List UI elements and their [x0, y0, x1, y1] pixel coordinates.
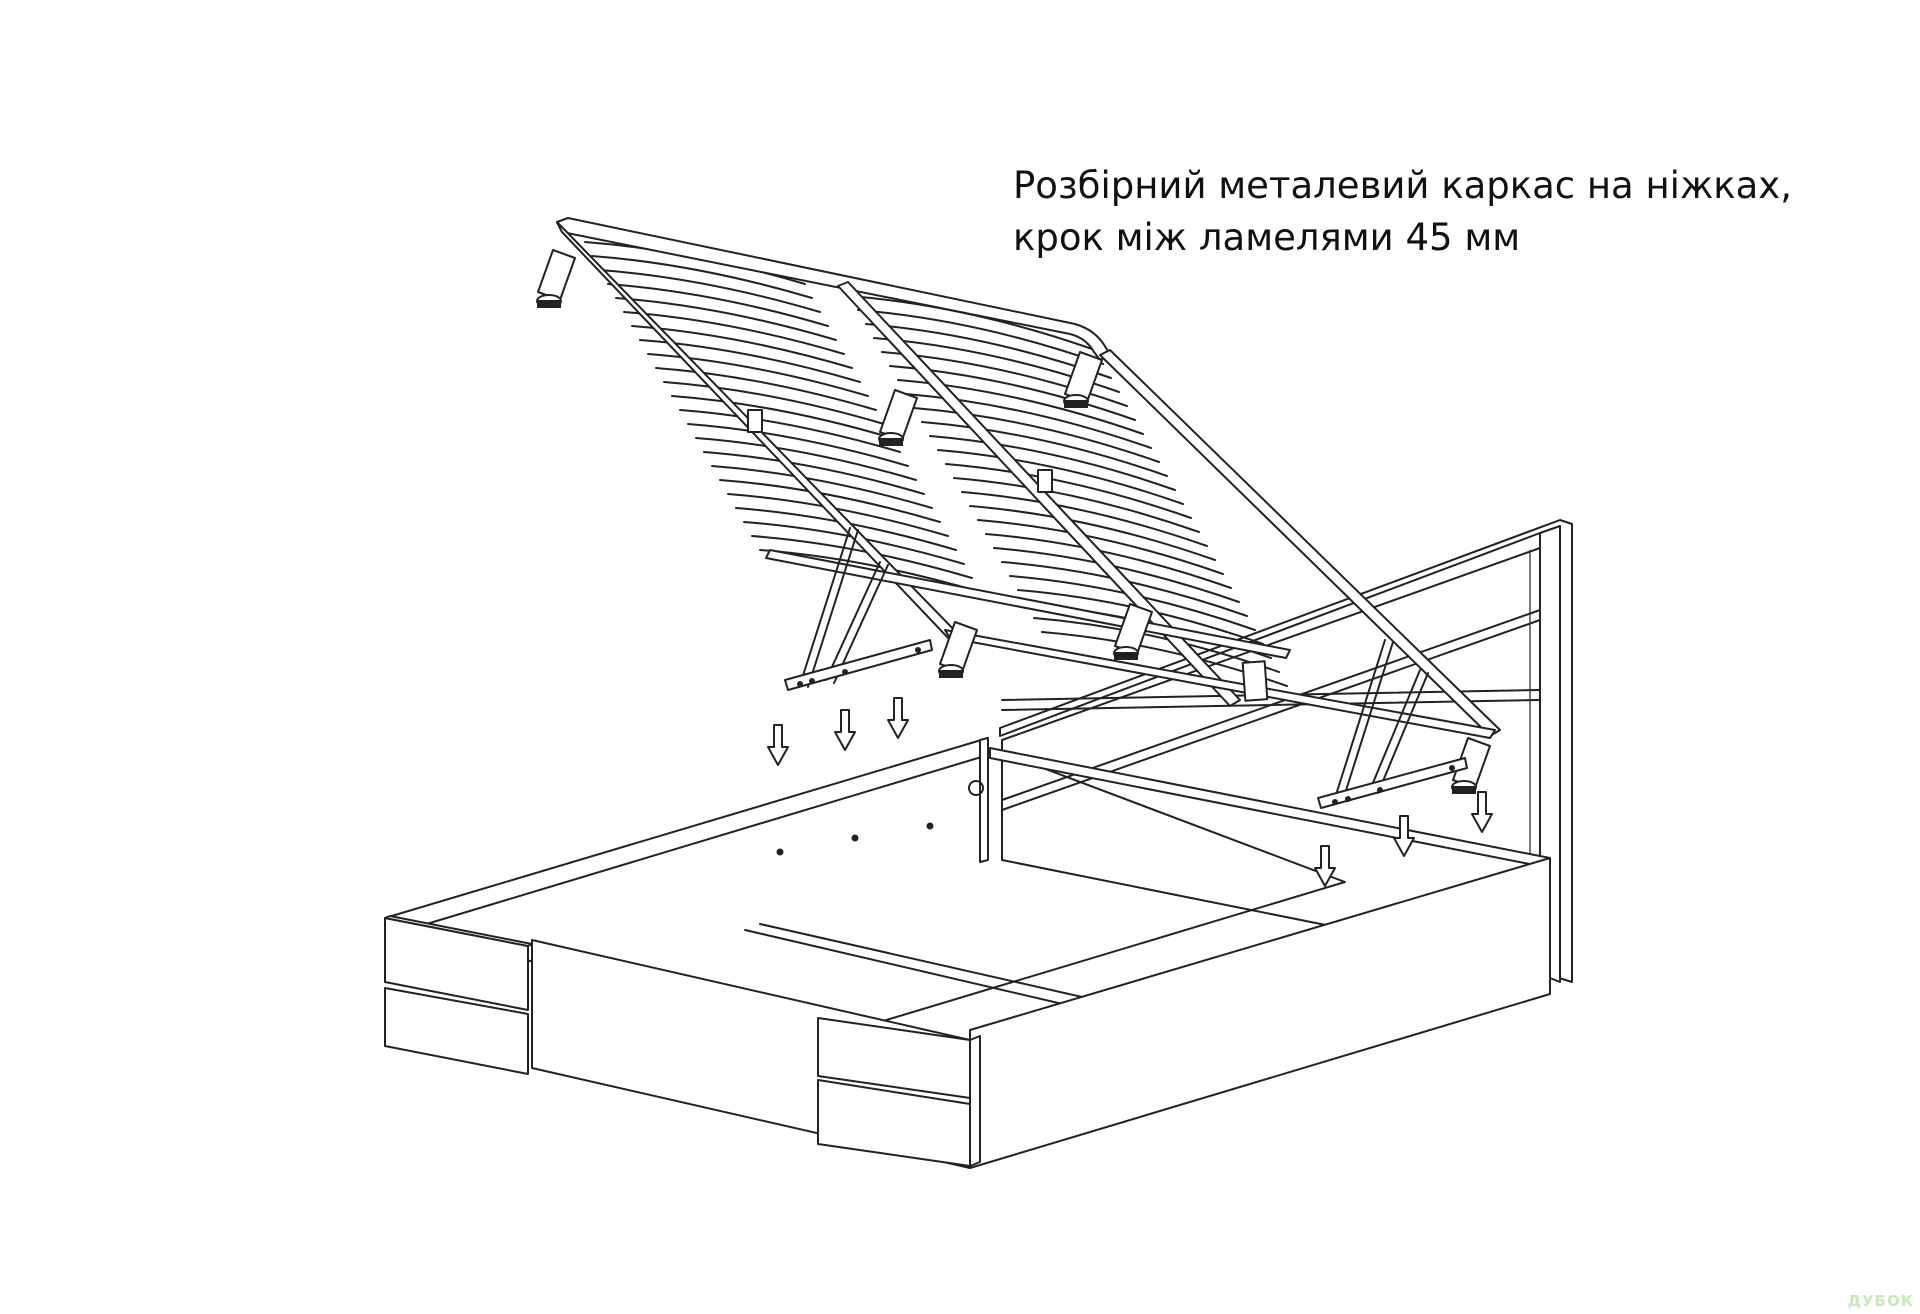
arrow-down-icon — [1471, 791, 1493, 833]
gas-lift-right — [1317, 639, 1468, 809]
caption-line-2: крок між ламелями 45 мм — [1013, 216, 1521, 259]
arrow-down-icon — [767, 724, 789, 766]
lift-frame — [556, 217, 1501, 739]
assembly-arrows — [767, 697, 1493, 887]
arrow-down-icon — [1314, 845, 1336, 887]
frame-legs — [536, 249, 1491, 794]
caption: Розбірний металевий каркас на ніжках, кр… — [1013, 160, 1792, 264]
arrow-down-icon — [1393, 815, 1415, 857]
caption-line-1: Розбірний металевий каркас на ніжках, — [1013, 164, 1792, 207]
watermark-logo: ДУБОК — [1847, 1292, 1914, 1310]
arrow-down-icon — [834, 709, 856, 751]
front-leg-right — [817, 1017, 981, 1167]
arrow-down-icon — [887, 697, 909, 739]
gas-lift-left — [784, 527, 933, 691]
front-leg-left — [384, 915, 533, 1075]
